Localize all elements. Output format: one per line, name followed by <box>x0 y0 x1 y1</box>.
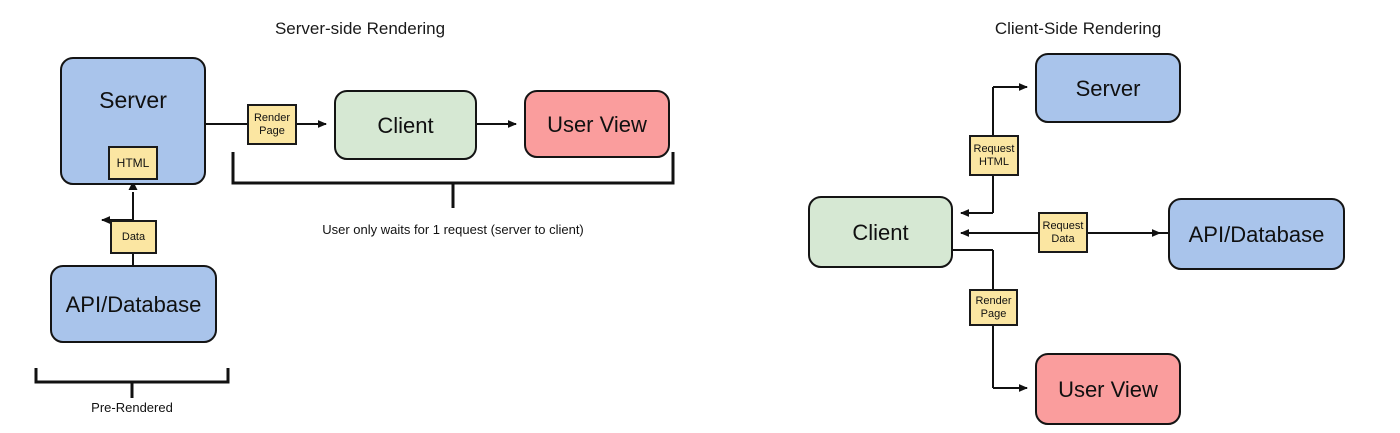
csr-node-api-database[interactable]: API/Database <box>1168 198 1345 270</box>
ssr-node-server-label: Server <box>99 87 167 113</box>
ssr-wait-bracket-caption: User only waits for 1 request (server to… <box>322 222 584 237</box>
ssr-inner-tag-html-label: HTML <box>116 156 150 170</box>
ssr-node-api-database[interactable]: API/Database <box>50 265 217 343</box>
csr-panel-title: Client-Side Rendering <box>994 19 1162 38</box>
csr-node-server[interactable]: Server <box>1035 53 1181 123</box>
csr-node-client-label: Client <box>852 219 909 245</box>
ssr-panel-title: Server-side Rendering <box>274 19 446 38</box>
ssr-prerendered-bracket-caption: Pre-Rendered <box>91 400 173 415</box>
ssr-edge-tag-render-page[interactable]: Render Page <box>247 104 297 145</box>
csr-edge-tag-request-html[interactable]: Request HTML <box>969 135 1019 176</box>
csr-edge-tag-render-page[interactable]: Render Page <box>969 289 1018 326</box>
ssr-node-user-view[interactable]: User View <box>524 90 670 158</box>
csr-edge-tag-render-page-line2: Page <box>980 307 1007 320</box>
csr-edge-tag-request-data[interactable]: Request Data <box>1038 212 1088 253</box>
ssr-edge-tag-data-line1: Data <box>121 230 146 243</box>
ssr-node-client[interactable]: Client <box>334 90 477 160</box>
csr-node-user-view-label: User View <box>1058 376 1158 402</box>
csr-node-api-database-label: API/Database <box>1188 221 1325 247</box>
ssr-edge-tag-render-page-line2: Page <box>259 124 285 137</box>
ssr-node-user-view-label: User View <box>547 111 647 137</box>
csr-edge-tag-request-html-line1: Request <box>973 142 1015 155</box>
ssr-edge-tag-render-page-line1: Render <box>253 111 291 124</box>
csr-edge-tag-request-data-line1: Request <box>1042 219 1084 232</box>
csr-node-user-view[interactable]: User View <box>1035 353 1181 425</box>
ssr-edge-tag-data[interactable]: Data <box>110 220 157 254</box>
ssr-node-client-label: Client <box>377 112 434 138</box>
csr-node-client[interactable]: Client <box>808 196 953 268</box>
ssr-inner-tag-html[interactable]: HTML <box>108 146 158 180</box>
csr-node-server-label: Server <box>1075 75 1141 101</box>
csr-edge-tag-render-page-line1: Render <box>975 294 1012 307</box>
csr-edge-tag-request-html-line2: HTML <box>979 155 1009 168</box>
ssr-node-api-database-label: API/Database <box>65 291 202 317</box>
csr-edge-tag-request-data-line2: Data <box>1051 232 1075 245</box>
